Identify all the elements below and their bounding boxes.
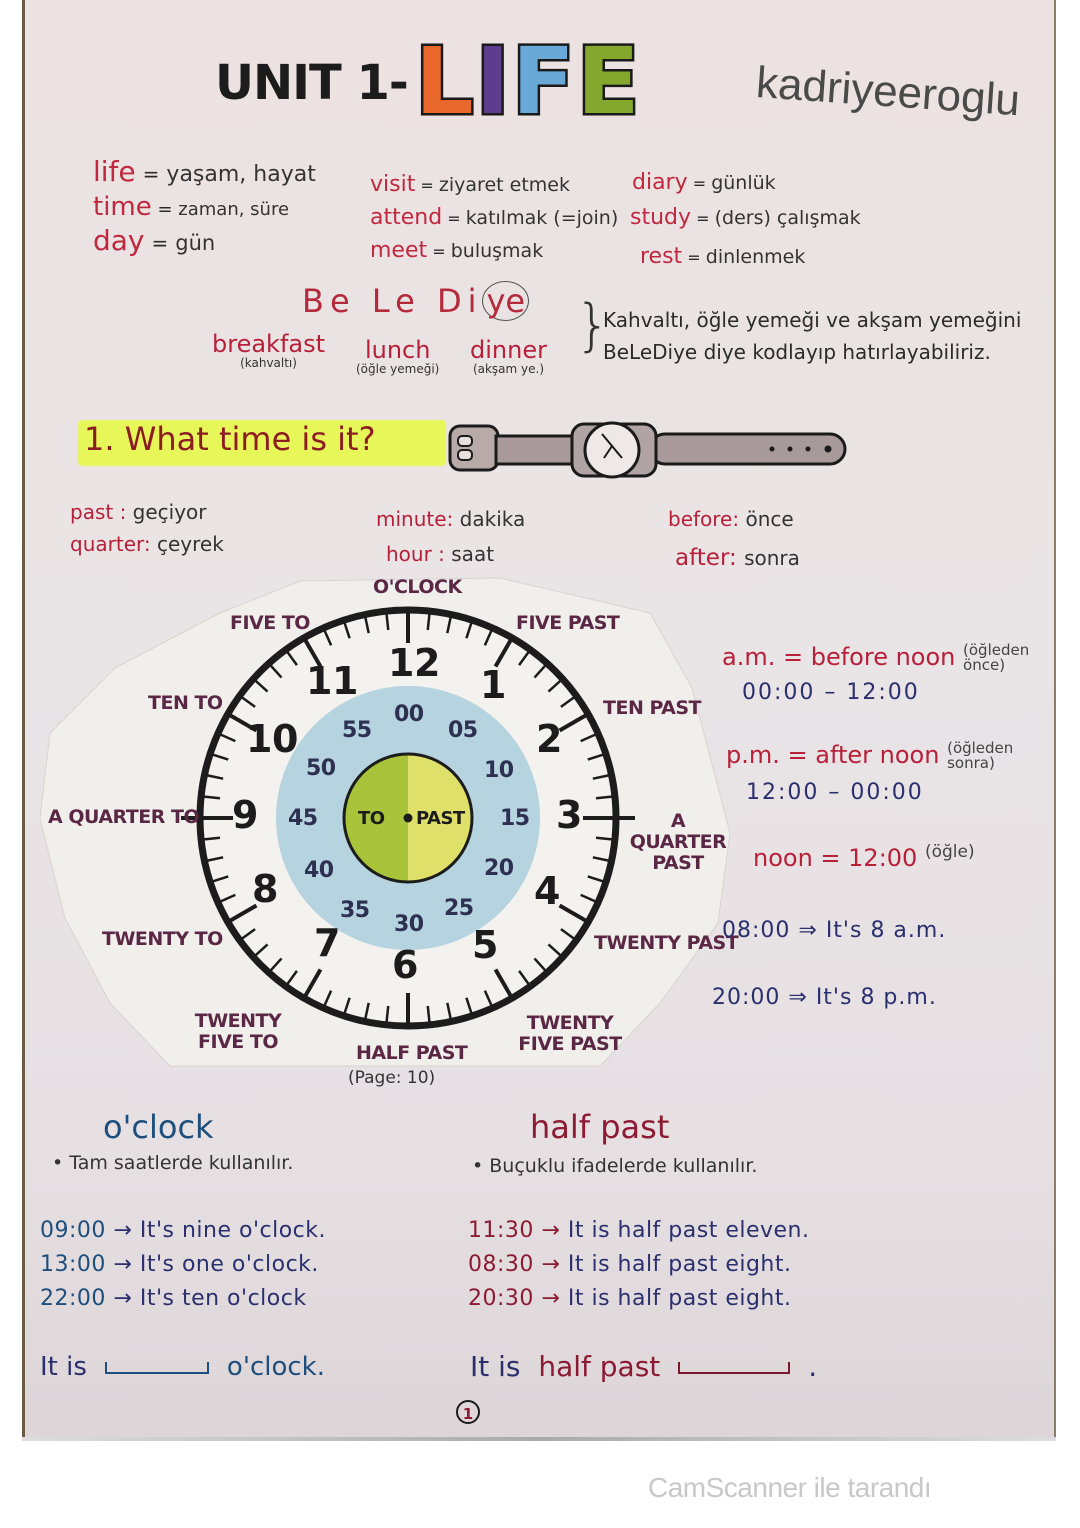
minute-35: 35 (340, 898, 370, 923)
title-letter-l: L (413, 28, 477, 135)
meal-dinner: dinner (akşam ye.) (470, 336, 547, 376)
pm-range: 12:00 – 00:00 (746, 780, 924, 805)
pm-example: 20:00 ⇒ It's 8 p.m. (712, 985, 937, 1010)
oclock-example-2: 13:00 → It's one o'clock. (40, 1252, 319, 1277)
oclock-example-1: 09:00 → It's nine o'clock. (40, 1218, 326, 1243)
hour-7: 7 (314, 921, 340, 965)
minute-25: 25 (444, 896, 474, 921)
wristwatch-icon (448, 421, 847, 479)
page-reference: (Page: 10) (348, 1068, 436, 1088)
label-quarter-to: A QUARTER TO (48, 806, 200, 828)
minute-10: 10 (484, 758, 514, 783)
center-past-label: PAST (416, 808, 465, 829)
hour-9: 9 (232, 793, 258, 837)
minute-15: 15 (500, 806, 530, 831)
mnemonic-note-line2: BeLeDiye diye kodlayıp hatırlayabiliriz. (603, 340, 991, 364)
am-example: 08:00 ⇒ It's 8 a.m. (722, 918, 947, 943)
section-title-what-time: 1. What time is it? (84, 420, 376, 458)
label-five-past: FIVE PAST (516, 612, 620, 634)
halfpast-pattern: It is half past. (470, 1350, 818, 1383)
label-twenty-five-to: TWENTY FIVE TO (194, 1010, 282, 1053)
minute-55: 55 (342, 718, 372, 743)
halfpast-rule: • Buçuklu ifadelerde kullanılır. (472, 1155, 758, 1177)
vocab-attend: attend = katılmak (=join) (370, 205, 619, 230)
term-after: after: sonra (675, 545, 800, 571)
oclock-example-3: 22:00 → It's ten o'clock (40, 1286, 307, 1311)
vocab-day: day = gün (93, 224, 216, 257)
hour-2: 2 (536, 717, 562, 761)
life-title: L I F E (413, 28, 643, 135)
vocab-visit: visit = ziyaret etmek (370, 172, 570, 197)
mnemonic-note-line1: Kahvaltı, öğle yemeği ve akşam yemeğini (603, 308, 1022, 332)
scanner-watermark: CamScanner ile tarandı (648, 1472, 932, 1503)
clock-face (40, 577, 730, 1067)
halfpast-title: half past (530, 1108, 670, 1146)
minute-05: 05 (448, 718, 478, 743)
title-letter-i: I (473, 28, 512, 135)
pm-definition: p.m. = after noon (öğleden sonra) (726, 739, 1014, 772)
clock-diagram: 12 1 2 3 4 5 6 7 8 9 10 11 00 05 10 15 2… (40, 573, 739, 1073)
title-highlight (78, 420, 446, 466)
center-to-label: TO (358, 808, 385, 829)
minute-00: 00 (394, 702, 424, 727)
halfpast-example-3: 20:30 → It is half past eight. (468, 1286, 792, 1311)
vocab-rest: rest = dinlenmek (640, 244, 806, 269)
label-oclock: O'CLOCK (373, 576, 462, 598)
label-twenty-to: TWENTY TO (102, 928, 223, 950)
label-ten-past: TEN PAST (603, 697, 702, 719)
oclock-title: o'clock (103, 1108, 214, 1146)
unit-title: UNIT 1- (215, 55, 409, 111)
page-edge-shadow (22, 1437, 1056, 1441)
label-twenty-past: TWENTY PAST (594, 932, 739, 954)
title-letter-f: F (509, 28, 577, 135)
minute-20: 20 (484, 856, 514, 881)
term-past: past : geçiyor (70, 500, 207, 524)
vocab-life: life = yaşam, hayat (93, 155, 316, 188)
vocab-time: time = zaman, süre (93, 192, 290, 222)
halfpast-example-1: 11:30 → It is half past eleven. (468, 1218, 810, 1243)
am-definition: a.m. = before noon (öğleden önce) (722, 641, 1030, 674)
meal-lunch: lunch (öğle yemeği) (356, 336, 440, 376)
vocab-study: study = (ders) çalışmak (630, 205, 861, 230)
term-minute: minute: dakika (376, 507, 526, 531)
term-hour: hour : saat (386, 542, 495, 566)
oclock-rule: • Tam saatlerde kullanılır. (52, 1152, 294, 1174)
hour-11: 11 (306, 659, 358, 703)
halfpast-blank (678, 1362, 791, 1374)
hour-10: 10 (246, 717, 298, 761)
vocab-diary: diary = günlük (632, 170, 776, 195)
hour-1: 1 (480, 663, 506, 707)
hour-12: 12 (388, 641, 440, 685)
brace-icon: } (575, 293, 611, 358)
halfpast-example-2: 08:30 → It is half past eight. (468, 1252, 792, 1277)
label-ten-to: TEN TO (148, 692, 223, 714)
minute-40: 40 (304, 858, 334, 883)
page-number: 1 (456, 1400, 480, 1424)
hour-4: 4 (534, 869, 560, 913)
label-half-past: HALF PAST (356, 1042, 468, 1064)
term-before: before: önce (668, 507, 794, 531)
circled-ye: ye (482, 281, 530, 321)
hour-3: 3 (556, 793, 582, 837)
label-twenty-five-past: TWENTY FIVE PAST (518, 1012, 622, 1055)
label-quarter-past: A QUARTER PAST (629, 810, 727, 874)
title-letter-e: E (574, 28, 642, 135)
term-quarter: quarter: çeyrek (70, 532, 224, 556)
hour-8: 8 (252, 867, 278, 911)
hour-6: 6 (392, 943, 418, 987)
meal-breakfast: breakfast (kahvaltı) (212, 330, 326, 370)
noon-definition: noon = 12:00 (öğle) (753, 842, 975, 873)
label-five-to: FIVE TO (230, 612, 310, 634)
minute-45: 45 (288, 806, 318, 831)
oclock-blank (104, 1361, 209, 1374)
hour-5: 5 (472, 923, 498, 967)
minute-30: 30 (394, 912, 424, 937)
minute-50: 50 (306, 756, 336, 781)
am-range: 00:00 – 12:00 (742, 680, 920, 705)
vocab-meet: meet = buluşmak (370, 238, 544, 263)
